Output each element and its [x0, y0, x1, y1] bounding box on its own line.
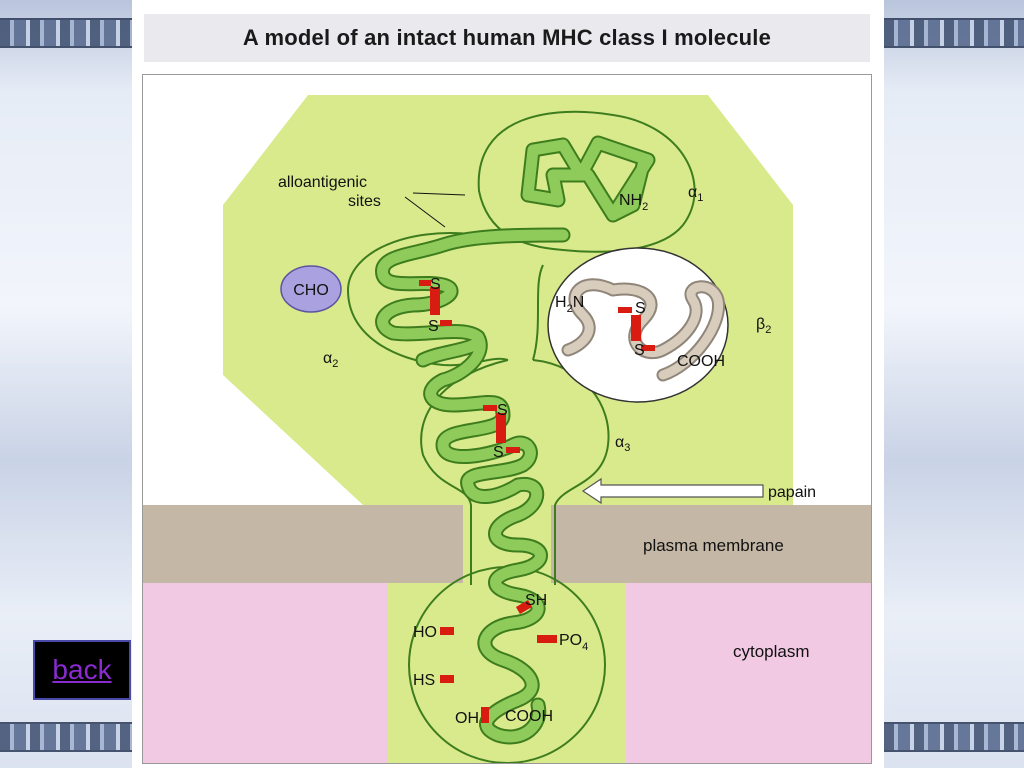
alpha2-label: α2 [323, 350, 338, 370]
back-button[interactable]: back [33, 640, 131, 700]
disulfide-alpha2-bottom [440, 320, 452, 326]
plasma-membrane-label: plasma membrane [643, 536, 784, 555]
oh-group-mark [481, 707, 489, 723]
title-band: A model of an intact human MHC class I m… [144, 14, 870, 62]
alloantigenic-pointer-1 [412, 192, 466, 196]
s-label-a3-top: S [497, 402, 508, 419]
alloantigenic-pointer-2 [404, 196, 446, 228]
cho-label: CHO [293, 282, 329, 299]
po4-group-mark [537, 635, 557, 643]
nh2-label: NH2 [619, 192, 648, 213]
right-background-panel [884, 0, 1024, 768]
disulfide-beta2-top [618, 307, 632, 313]
disulfide-alpha3-bottom [506, 447, 520, 453]
chain-decoration-top-left [0, 18, 132, 48]
beta2-cooh-label: COOH [677, 353, 725, 370]
sh-label: SH [525, 592, 547, 609]
beta2-chain-fill [563, 280, 724, 380]
alpha-chain [377, 137, 654, 743]
disulfide-alpha3-bar [496, 413, 506, 443]
extracellular-region [223, 95, 793, 505]
chain-decoration-bottom-right [884, 722, 1024, 752]
s-label-b2-bottom: S [634, 342, 645, 359]
papain-label: papain [768, 484, 816, 501]
alpha2-right-outline [532, 264, 544, 361]
hs-group-mark [440, 675, 454, 683]
mhc-diagram: CHO S S S S S [143, 95, 871, 763]
ho-group-mark [440, 627, 454, 635]
ho-label: HO [413, 624, 437, 641]
alpha3-label: α3 [615, 434, 630, 454]
mhc-diagram-figure: CHO S S S S S [142, 74, 872, 764]
cho-carbohydrate [280, 265, 342, 313]
disulfide-alpha3-top [483, 405, 497, 411]
beta2-label: β2 [756, 316, 771, 336]
s-label-a2-bottom: S [428, 318, 439, 335]
s-label-b2-top: S [635, 300, 646, 317]
chain-decoration-top-right [884, 18, 1024, 48]
sites-label: sites [348, 193, 381, 210]
sh-group-mark [515, 600, 533, 614]
slide: A model of an intact human MHC class I m… [132, 0, 884, 768]
papain-arrow [581, 477, 764, 505]
slide-title: A model of an intact human MHC class I m… [242, 25, 772, 50]
disulfide-alpha2-top [419, 280, 431, 286]
disulfide-beta2-bar [631, 315, 641, 341]
disulfide-alpha2-bar [430, 287, 440, 315]
tail-cooh-label: COOH [505, 708, 553, 725]
disulfide-beta2-bottom [641, 345, 655, 351]
chain-decoration-bottom-left [0, 722, 132, 752]
cytoplasm-label: cytoplasm [733, 642, 810, 661]
s-label-a3-bottom: S [493, 444, 504, 461]
back-link-label[interactable]: back [52, 654, 112, 685]
alloantigenic-label: alloantigenic [278, 174, 367, 191]
hs-label: HS [413, 672, 435, 689]
po4-label: PO4 [559, 632, 588, 653]
alpha1-domain-outline [477, 110, 696, 253]
alpha1-label: α1 [688, 184, 703, 204]
oh-label: OH [455, 710, 479, 727]
h2n-label: H2N [555, 294, 584, 315]
s-label-a2-top: S [430, 276, 441, 293]
